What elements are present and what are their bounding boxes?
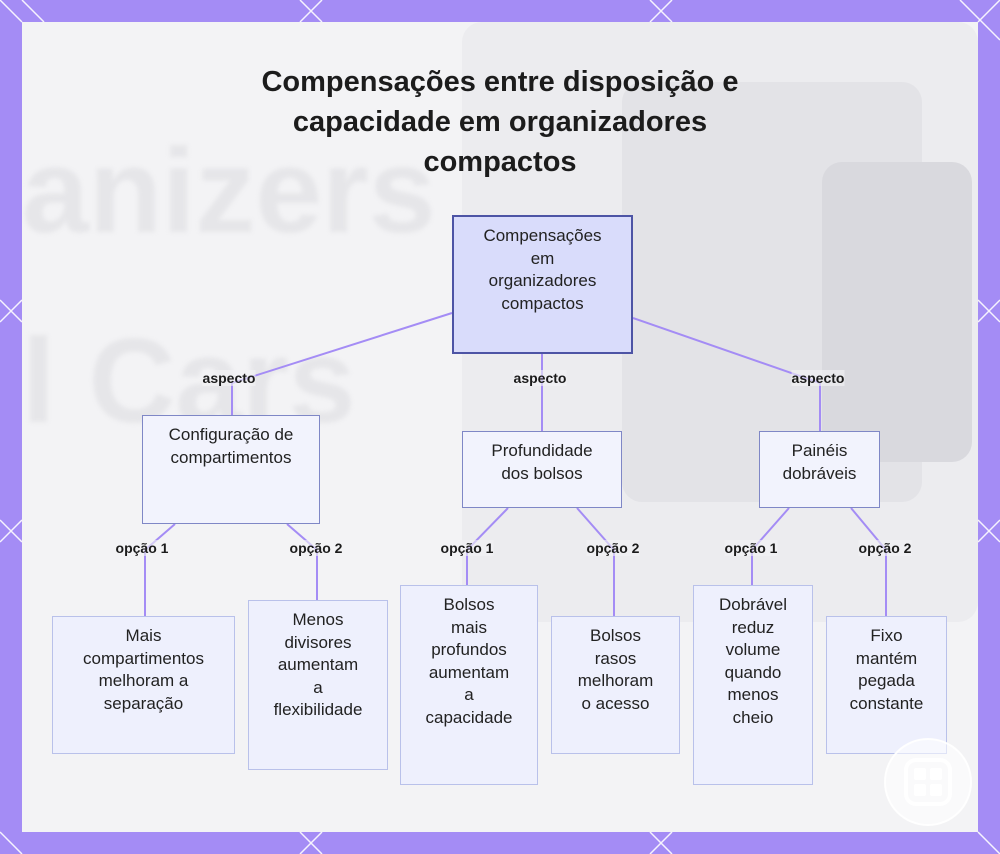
node-a1o1: Mais compartimentos melhoram a separação <box>52 616 235 754</box>
edge-label-a3: aspecto <box>791 370 845 386</box>
node-label: Mais compartimentos melhoram a separação <box>83 625 204 715</box>
node-label-line: volume <box>725 640 781 659</box>
node-label: Bolsos rasos melhoram o acesso <box>578 625 654 715</box>
edge-label-a1o2: opção 2 <box>289 540 343 556</box>
node-label-line: quando <box>724 662 782 682</box>
node-label: Bolsos mais profundos aumentam a capacidade <box>426 594 513 729</box>
node-label-line: rasos <box>594 648 637 668</box>
node-label-line: menos <box>727 685 779 704</box>
node-label-line: Fixo <box>870 626 903 645</box>
node-root: Compensações em organizadores compactos <box>452 215 633 354</box>
node-a3o1: Dobrável reduz volume quando menos cheio <box>693 585 813 785</box>
title-line: Compensações entre disposição e <box>261 66 739 98</box>
node-a1o2: Menos divisores aumentam a flexibilidade <box>248 600 388 770</box>
edge-a1o2 <box>286 523 318 600</box>
node-label-line: capacidade <box>425 707 513 727</box>
node-label-line: Dobrável <box>718 595 788 614</box>
edge-a3o2 <box>850 507 887 616</box>
edge-label-a2o1: opção 1 <box>440 540 494 556</box>
node-a2: Profundidade dos bolsos <box>462 431 622 508</box>
node-label: Configuração de compartimentos <box>169 424 294 469</box>
node-label-line: aumentam <box>277 655 359 674</box>
node-a3: Painéis dobráveis <box>759 431 880 508</box>
edge-a1o1 <box>144 523 176 616</box>
node-label-line: mais <box>451 617 487 637</box>
edge-a2o2 <box>576 507 615 616</box>
node-label-line: melhoram a <box>98 671 189 690</box>
node-label-line: divisores <box>284 632 352 652</box>
node-label-line: Mais <box>125 626 162 645</box>
node-label-line: em <box>530 248 555 268</box>
node-label-line: compartimentos <box>170 447 292 467</box>
node-label-line: mantém <box>855 648 918 668</box>
node-label-line: constante <box>849 693 924 713</box>
node-label-line: compactos <box>501 293 584 313</box>
node-label: Compensações em organizadores compactos <box>483 225 601 315</box>
node-label-line: flexibilidade <box>273 700 363 719</box>
node-label-line: separação <box>103 693 184 713</box>
node-label-line: organizadores <box>488 271 597 290</box>
page-title: Compensações entre disposição e capacida… <box>0 62 1000 182</box>
edge-label-a1: aspecto <box>202 370 256 386</box>
node-label-line: Bolsos <box>589 626 642 645</box>
node-a1: Configuração de compartimentos <box>142 415 320 524</box>
node-label-line: a <box>464 685 474 704</box>
node-label-line: profundos <box>431 640 507 659</box>
node-label-line: reduz <box>731 617 775 637</box>
node-label: Painéis dobráveis <box>783 440 857 485</box>
background-shape <box>822 162 972 462</box>
title-line: compactos <box>423 146 577 178</box>
node-label-line: Profundidade <box>491 441 593 460</box>
node-label-line: o acesso <box>581 693 650 713</box>
edge-label-a3o2: opção 2 <box>858 540 912 556</box>
edge-a1 <box>231 312 453 415</box>
node-label-line: compartimentos <box>83 648 204 668</box>
node-label-line: aumentam <box>428 662 510 682</box>
node-label-line: Configuração de <box>168 425 294 444</box>
edge-label-a3o1: opção 1 <box>724 540 778 556</box>
node-label-line: dobráveis <box>782 463 857 483</box>
node-a2o2: Bolsos rasos melhoram o acesso <box>551 616 680 754</box>
node-label-line: melhoram <box>577 671 654 690</box>
node-label: Profundidade dos bolsos <box>491 440 592 485</box>
edge-label-a2o2: opção 2 <box>586 540 640 556</box>
node-label: Menos divisores aumentam a flexibilidade <box>274 609 363 722</box>
node-label-line: Compensações <box>483 226 602 245</box>
node-label: Fixo mantém pegada constante <box>850 625 924 715</box>
node-label-line: pegada <box>858 671 915 690</box>
node-label-line: Painéis <box>791 441 848 460</box>
node-label-line: a <box>313 677 323 697</box>
node-label-line: cheio <box>732 707 774 727</box>
background-word: anizers <box>22 124 436 258</box>
node-label-line: Bolsos <box>443 595 495 614</box>
node-a2o1: Bolsos mais profundos aumentam a capacidade <box>400 585 538 785</box>
app-logo-icon <box>884 738 972 826</box>
node-label-line: dos bolsos <box>501 463 583 483</box>
node-label: Dobrável reduz volume quando menos cheio <box>719 594 787 729</box>
edge-label-a1o1: opção 1 <box>115 540 169 556</box>
grid-logo-icon <box>904 758 952 806</box>
node-a3o2: Fixo mantém pegada constante <box>826 616 947 754</box>
edge-label-a2: aspecto <box>513 370 567 386</box>
node-label-line: Menos <box>292 610 344 629</box>
title-line: capacidade em organizadores <box>292 106 708 138</box>
